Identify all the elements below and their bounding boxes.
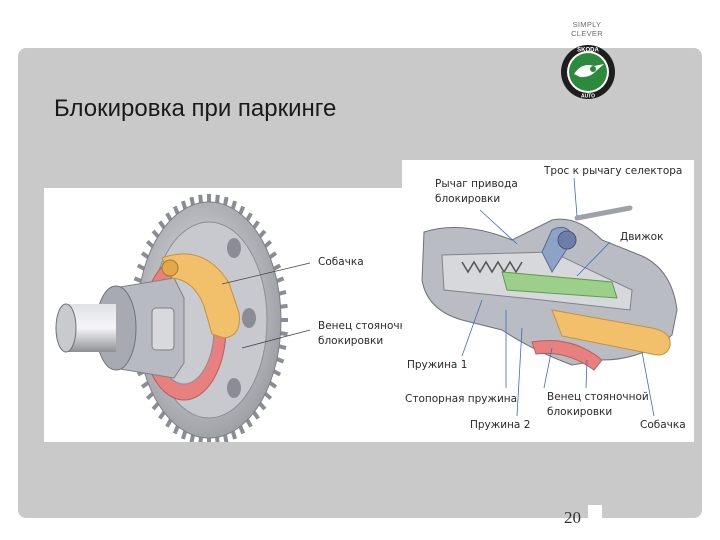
gear-tooth xyxy=(198,437,203,446)
right-label-lever-line2: блокировки xyxy=(435,193,501,205)
gear-tooth xyxy=(276,276,285,283)
gear-tooth xyxy=(165,212,173,222)
gear-tooth xyxy=(189,434,195,444)
gear-tooth xyxy=(263,239,273,248)
slide-title: Блокировка при паркинге xyxy=(54,95,337,122)
skoda-logo-icon: SKODA AUTO xyxy=(561,45,615,100)
gear-tooth xyxy=(280,331,288,337)
gear-tooth xyxy=(272,369,282,377)
gear-tooth xyxy=(151,402,160,411)
gear-tooth xyxy=(278,290,287,296)
logo-bottom-text: AUTO xyxy=(581,94,595,100)
gear-tooth xyxy=(268,251,278,259)
right-figure: Рычаг привода блокировки Трос к рычагу с… xyxy=(402,160,694,442)
gear-tooth xyxy=(145,239,155,248)
gear-tooth xyxy=(198,194,203,203)
right-label-spring2: Пружина 2 xyxy=(470,419,531,431)
gear-tooth xyxy=(278,344,287,350)
right-label-ring-line1: Венец стояночной xyxy=(547,391,649,403)
gear-tooth xyxy=(180,430,188,440)
gear-tooth xyxy=(258,402,267,411)
gear-tooth xyxy=(180,200,188,210)
gear-tooth xyxy=(172,425,180,435)
gear-tooth xyxy=(238,205,246,215)
right-label-cable: Трос к рычагу селектора xyxy=(544,165,683,177)
gear-tooth xyxy=(136,263,146,271)
gear-tooth xyxy=(272,263,282,271)
logo-ring-text: SKODA xyxy=(577,48,599,54)
gear-tooth xyxy=(280,303,288,309)
right-label-ring-line2: блокировки xyxy=(547,406,613,418)
page-number: 20 xyxy=(564,508,581,527)
gear-tooth xyxy=(165,418,173,428)
right-label-slider: Движок xyxy=(620,231,664,243)
gear-tooth xyxy=(215,194,220,203)
gear-tooth xyxy=(140,381,150,389)
gear-tooth xyxy=(215,437,220,446)
right-label-lever-line1: Рычаг привода xyxy=(435,178,518,190)
gear-tooth xyxy=(223,434,229,444)
gear-tooth xyxy=(252,411,260,420)
gear-tooth xyxy=(245,418,253,428)
page-tab xyxy=(588,505,602,531)
left-label-ring-line2: блокировки xyxy=(318,335,384,347)
left-figure: Собачка Венец стояночной блокировки xyxy=(44,188,420,446)
gear-tooth xyxy=(252,220,260,229)
gear-tooth xyxy=(245,212,253,222)
gear-tooth xyxy=(258,229,267,238)
gear-tooth xyxy=(158,411,166,420)
gear-tooth xyxy=(230,430,238,440)
gear-tooth xyxy=(145,392,155,401)
right-label-spring1: Пружина 1 xyxy=(407,359,468,371)
left-label-ring-line1: Венец стояночной xyxy=(318,320,420,332)
right-label-pawl: Собачка xyxy=(640,419,686,431)
gear-tooth xyxy=(151,229,160,238)
left-label-ring: Венец стояночной блокировки xyxy=(318,319,420,349)
parking-gear-assembly-illustration xyxy=(55,194,311,446)
gear-tooth xyxy=(238,425,246,435)
gear-tooth xyxy=(172,205,180,215)
right-label-lever: Рычаг привода блокировки xyxy=(435,177,518,207)
left-label-pawl: Собачка xyxy=(318,256,364,268)
gear-tooth xyxy=(230,200,238,210)
gear-tooth xyxy=(189,196,195,206)
gear-tooth xyxy=(133,276,142,283)
gear-tooth xyxy=(158,220,166,229)
brand-tagline: SIMPLY CLEVER xyxy=(555,20,619,38)
gear-tooth xyxy=(223,196,229,206)
right-label-ring: Венец стояночной блокировки xyxy=(547,390,649,420)
right-label-stop-spring: Стопорная пружина xyxy=(405,393,518,405)
gear-tooth xyxy=(276,357,285,364)
gear-tooth xyxy=(268,381,278,389)
gear-tooth xyxy=(263,392,273,401)
gear-tooth xyxy=(140,251,150,259)
parking-lock-mechanism-illustration xyxy=(421,177,678,417)
tagline-line1: SIMPLY xyxy=(572,20,602,29)
tagline-line2: CLEVER xyxy=(571,29,603,38)
